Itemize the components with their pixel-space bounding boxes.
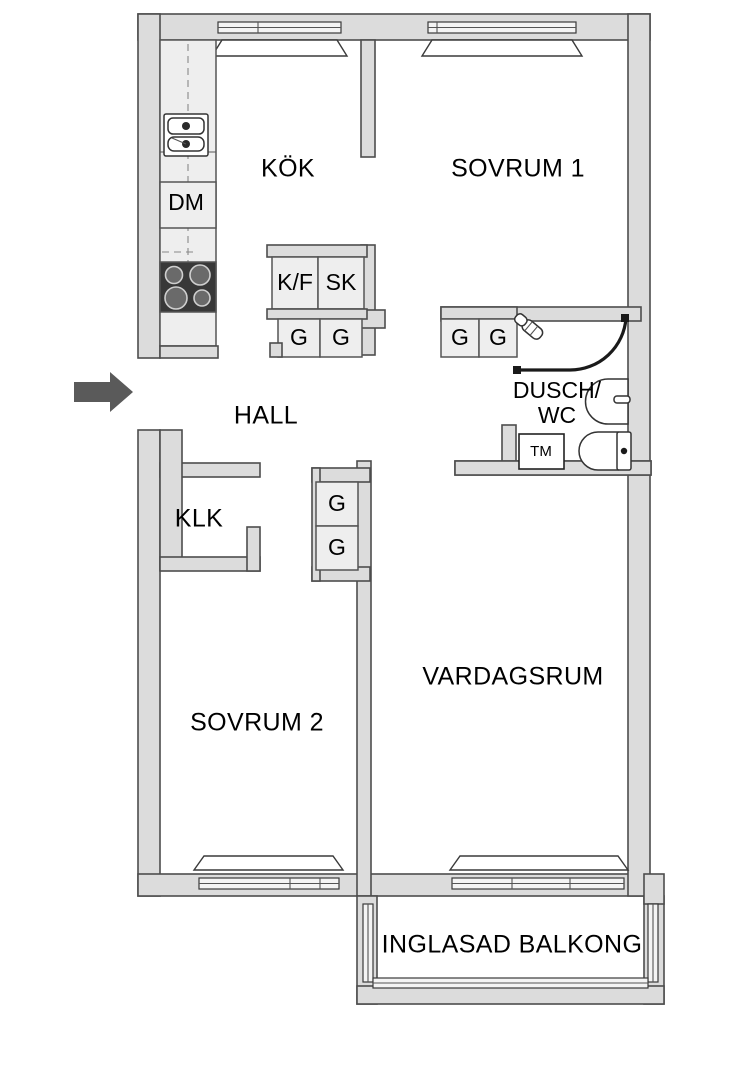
washbasin-icon <box>584 378 631 425</box>
label-kf: K/F <box>277 269 313 295</box>
wall-klk-left <box>159 429 183 571</box>
shower-corner-icon <box>513 313 629 374</box>
wall-sovrum2-vardagsrum <box>356 460 372 897</box>
closet-pantry <box>317 256 365 310</box>
window-sovrum1 <box>420 21 584 57</box>
label-balkong: INGLASAD BALKONG <box>382 931 643 959</box>
wall-klk-bottom <box>159 556 261 572</box>
center-closets <box>315 481 359 571</box>
label-sk: SK <box>326 269 357 295</box>
wall-klk-right-stub <box>246 526 261 572</box>
kitchen-closets <box>266 256 368 358</box>
label-sovrum2: SOVRUM 2 <box>190 709 324 737</box>
label-duschwc-1: DUSCH/ <box>513 377 602 403</box>
wall-balcony-top-right <box>643 873 665 905</box>
wall-exterior-left-upper <box>137 13 161 359</box>
wall-balcony-bottom <box>356 985 665 1005</box>
closet-center-g1 <box>315 481 359 527</box>
closet-fridge-freezer <box>271 256 319 310</box>
wall-exterior-left-lower <box>137 429 161 897</box>
label-tm: TM <box>530 443 552 460</box>
label-g-kitchen-1: G <box>290 324 308 350</box>
bathroom-fixtures <box>513 313 632 471</box>
toilet-icon <box>578 431 632 471</box>
room-labels: KÖK SOVRUM 1 HALL DUSCH/ WC KLK SOVRUM 2… <box>175 155 643 959</box>
closet-hall-g2 <box>478 318 518 358</box>
balcony-structure <box>356 873 665 1005</box>
window-sovrum2 <box>192 855 345 890</box>
entrance-arrow-icon <box>74 372 133 412</box>
label-g-center-1: G <box>328 490 346 516</box>
dishwasher-unit <box>159 181 217 229</box>
fixture-labels: DM K/F SK G G G G G G TM <box>168 189 552 560</box>
washing-machine-unit <box>518 433 565 470</box>
kitchen-units <box>159 39 219 359</box>
wall-kitchen-g-base <box>269 342 283 358</box>
wall-above-kitchen-closets <box>266 244 368 258</box>
hall-closets <box>440 318 518 358</box>
closet-kitchen-g2 <box>319 318 363 358</box>
stove-cooktop-icon <box>159 261 217 313</box>
label-g-center-2: G <box>328 534 346 560</box>
wall-below-kf-sk <box>266 308 368 320</box>
label-g-kitchen-2: G <box>332 324 350 350</box>
kitchen-counter-end <box>159 345 219 359</box>
wall-hall-closet-top <box>440 306 518 320</box>
window-vardagsrum <box>448 855 630 890</box>
closet-center-g2 <box>315 525 359 571</box>
wall-kitchen-sovrum1 <box>360 39 376 158</box>
kitchen-sink-icon <box>163 113 209 157</box>
label-dm: DM <box>168 189 204 215</box>
label-vardagsrum: VARDAGSRUM <box>422 663 603 691</box>
label-klk: KLK <box>175 505 223 533</box>
label-duschwc-2: WC <box>538 402 576 428</box>
label-sovrum1: SOVRUM 1 <box>451 155 585 183</box>
label-g-hall-2: G <box>489 324 507 350</box>
label-kok: KÖK <box>261 155 315 183</box>
label-hall: HALL <box>234 402 298 430</box>
label-g-hall-1: G <box>451 324 469 350</box>
